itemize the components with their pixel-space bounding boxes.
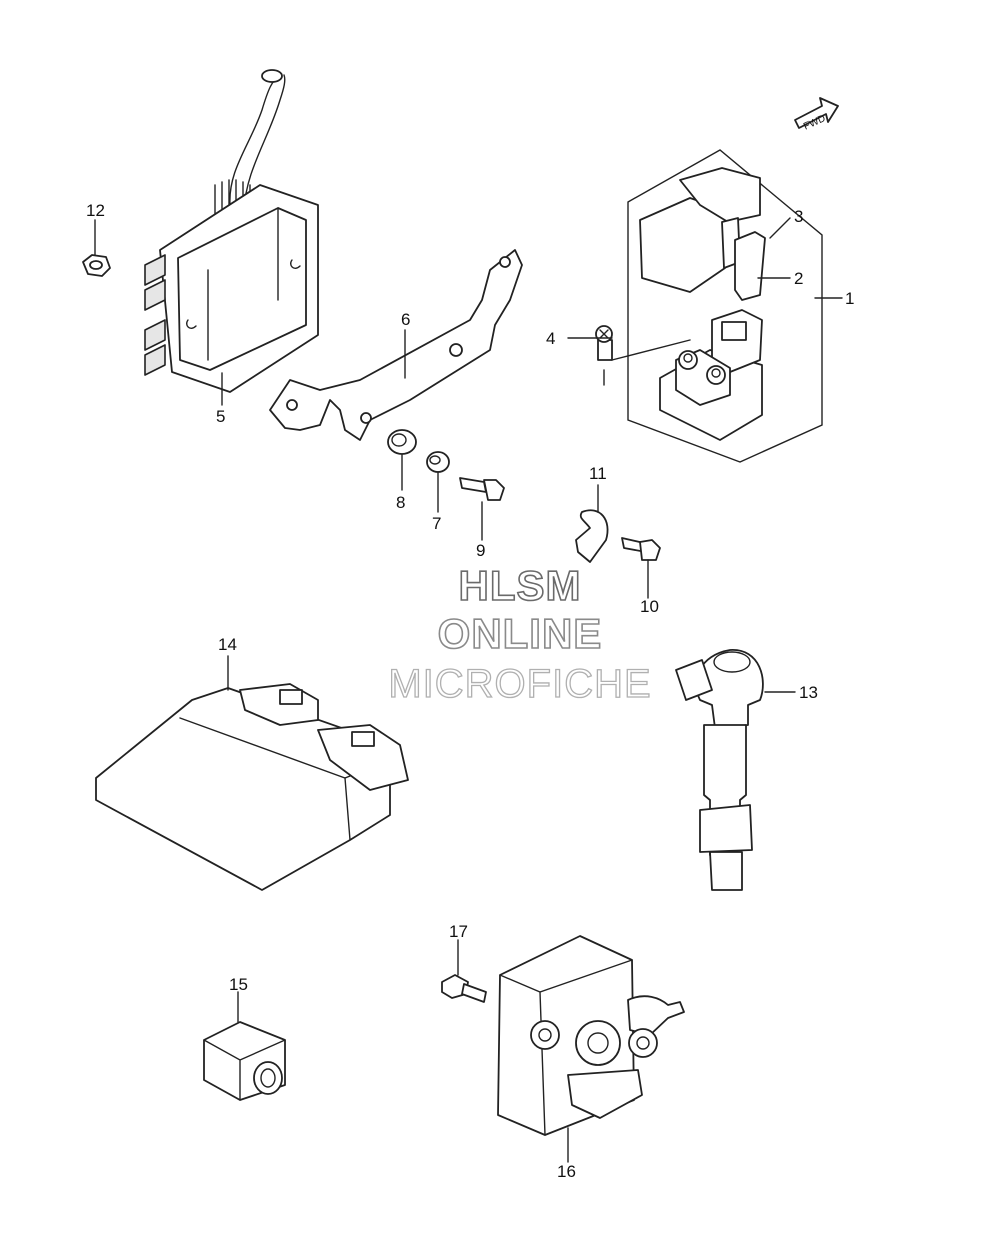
ignition-coil-13 xyxy=(675,649,764,891)
nut-12 xyxy=(82,254,111,277)
callout-6: 6 xyxy=(401,310,411,329)
callout-8: 8 xyxy=(396,493,406,512)
grommet-8 xyxy=(387,429,417,455)
callout-5: 5 xyxy=(216,407,226,426)
watermark-line-2: ONLINE xyxy=(437,609,603,658)
sensor-15 xyxy=(203,1021,286,1101)
control-unit-16 xyxy=(497,935,685,1136)
bolt-9 xyxy=(459,477,505,501)
bolt-17 xyxy=(441,974,487,1003)
fwd-arrow-icon: FWD xyxy=(794,97,839,133)
watermark-line-1: HLSM xyxy=(458,561,582,610)
callout-15: 15 xyxy=(229,975,248,994)
starter-relay-assembly-1 xyxy=(603,149,823,463)
bolt-10 xyxy=(621,537,661,561)
ecm-14 xyxy=(95,683,409,891)
bracket-6 xyxy=(269,249,523,441)
clamp-11 xyxy=(575,509,609,563)
screw-4 xyxy=(595,325,613,361)
callout-7: 7 xyxy=(432,514,442,533)
callout-1: 1 xyxy=(845,289,855,308)
callout-4: 4 xyxy=(546,329,556,348)
callout-3: 3 xyxy=(794,207,804,226)
watermark-line-3: MICROFICHE xyxy=(388,661,652,706)
callout-11: 11 xyxy=(589,464,607,483)
callout-12: 12 xyxy=(86,201,105,220)
callout-10: 10 xyxy=(640,597,659,616)
collar-7 xyxy=(426,451,450,473)
callout-13: 13 xyxy=(799,683,818,702)
callout-2: 2 xyxy=(794,269,804,288)
callout-14: 14 xyxy=(218,635,237,654)
regulator-rectifier xyxy=(144,69,319,393)
callout-17: 17 xyxy=(449,922,468,941)
callout-16: 16 xyxy=(557,1162,576,1181)
leader-lines xyxy=(94,217,843,1163)
callout-9: 9 xyxy=(476,541,486,560)
